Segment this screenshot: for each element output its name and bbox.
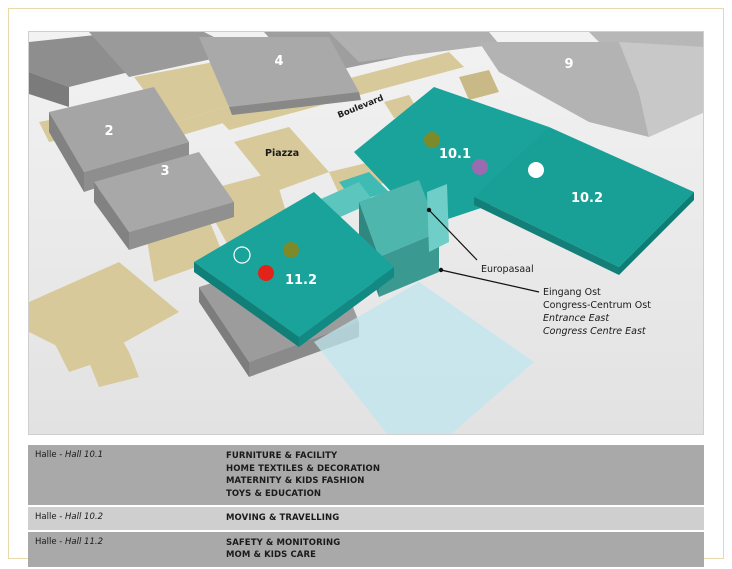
legend-hall-name: Hall 11.2 xyxy=(65,536,103,547)
legend-row-hall-10-2: Halle - Hall 10.2 MOVING & TRAVELLING xyxy=(28,507,704,530)
hall-4-label: 4 xyxy=(274,54,283,69)
europasaal-leader-line xyxy=(428,209,478,261)
hall-10-1-label: 10.1 xyxy=(439,147,471,162)
marker-olive-11-2 xyxy=(283,242,299,258)
entrance-leader-line xyxy=(440,269,540,293)
legend-item: TOYS & EDUCATION xyxy=(226,488,322,499)
hall-3-building xyxy=(94,152,234,250)
entrance-label-line-2: Congress-Centrum Ost xyxy=(543,300,651,311)
legend-hall-cell: Halle - Hall 10.2 xyxy=(28,507,226,527)
legend-items-cell: MOVING & TRAVELLING xyxy=(226,507,339,530)
entrance-label-line-4: Congress Centre East xyxy=(543,326,647,337)
legend-hall-name: Hall 10.2 xyxy=(65,512,103,522)
legend-item: SAFETY & MONITORING xyxy=(226,537,341,548)
hall-9-label: 9 xyxy=(564,57,573,72)
legend-item: FURNITURE & FACILITY xyxy=(226,451,338,461)
entrance-leader-dot xyxy=(438,267,444,273)
entrance-label-line-1: Eingang Ost xyxy=(543,287,601,298)
entrance-label-line-3: Entrance East xyxy=(543,313,610,324)
legend-item: MOVING & TRAVELLING xyxy=(226,513,340,523)
europasaal-label: Europasaal xyxy=(481,264,534,275)
marker-purple-10-1 xyxy=(472,159,488,175)
marker-olive-10-1 xyxy=(424,132,440,148)
legend-hall-cell: Halle - Hall 11.2 xyxy=(28,532,226,552)
legend-item: MATERNITY & KIDS FASHION xyxy=(226,476,365,486)
piazza-label: Piazza xyxy=(265,148,299,159)
hall-11-2-label: 11.2 xyxy=(285,273,317,288)
hall-9-building xyxy=(459,42,703,137)
hall-4-building xyxy=(199,37,361,115)
entrance-canopy xyxy=(314,282,534,434)
legend-hall-prefix: Halle - xyxy=(35,536,66,547)
legend-hall-prefix: Halle - xyxy=(35,512,66,522)
hall-3-label: 3 xyxy=(160,164,169,179)
legend-row-hall-10-1: Halle - Hall 10.1 FURNITURE & FACILITY H… xyxy=(28,445,704,505)
legend-hall-prefix: Halle - xyxy=(35,450,66,460)
legend-items-cell: FURNITURE & FACILITY HOME TEXTILES & DEC… xyxy=(226,445,380,505)
legend-row-hall-11-2: Halle - Hall 11.2 SAFETY & MONITORING MO… xyxy=(28,531,704,567)
marker-white-10-2 xyxy=(528,162,544,178)
legend-items-cell: SAFETY & MONITORING MOM & KIDS CARE xyxy=(226,532,340,567)
marker-outline-11-2 xyxy=(233,246,251,264)
europasaal-building xyxy=(314,180,449,297)
hall-map: 4 2 3 9 xyxy=(28,31,704,435)
legend-hall-name: Hall 10.1 xyxy=(65,450,103,460)
legend-item: HOME TEXTILES & DECORATION xyxy=(226,463,381,474)
hall-10-2-label: 10.2 xyxy=(571,191,603,206)
hall-2-label: 2 xyxy=(104,124,113,139)
europasaal-leader-dot xyxy=(426,207,432,213)
legend-item: MOM & KIDS CARE xyxy=(226,550,317,560)
legend-hall-cell: Halle - Hall 10.1 xyxy=(28,445,226,465)
hall-11-2-building xyxy=(194,192,394,347)
marker-red-11-2 xyxy=(258,265,274,281)
hall-legend: Halle - Hall 10.1 FURNITURE & FACILITY H… xyxy=(28,445,704,569)
